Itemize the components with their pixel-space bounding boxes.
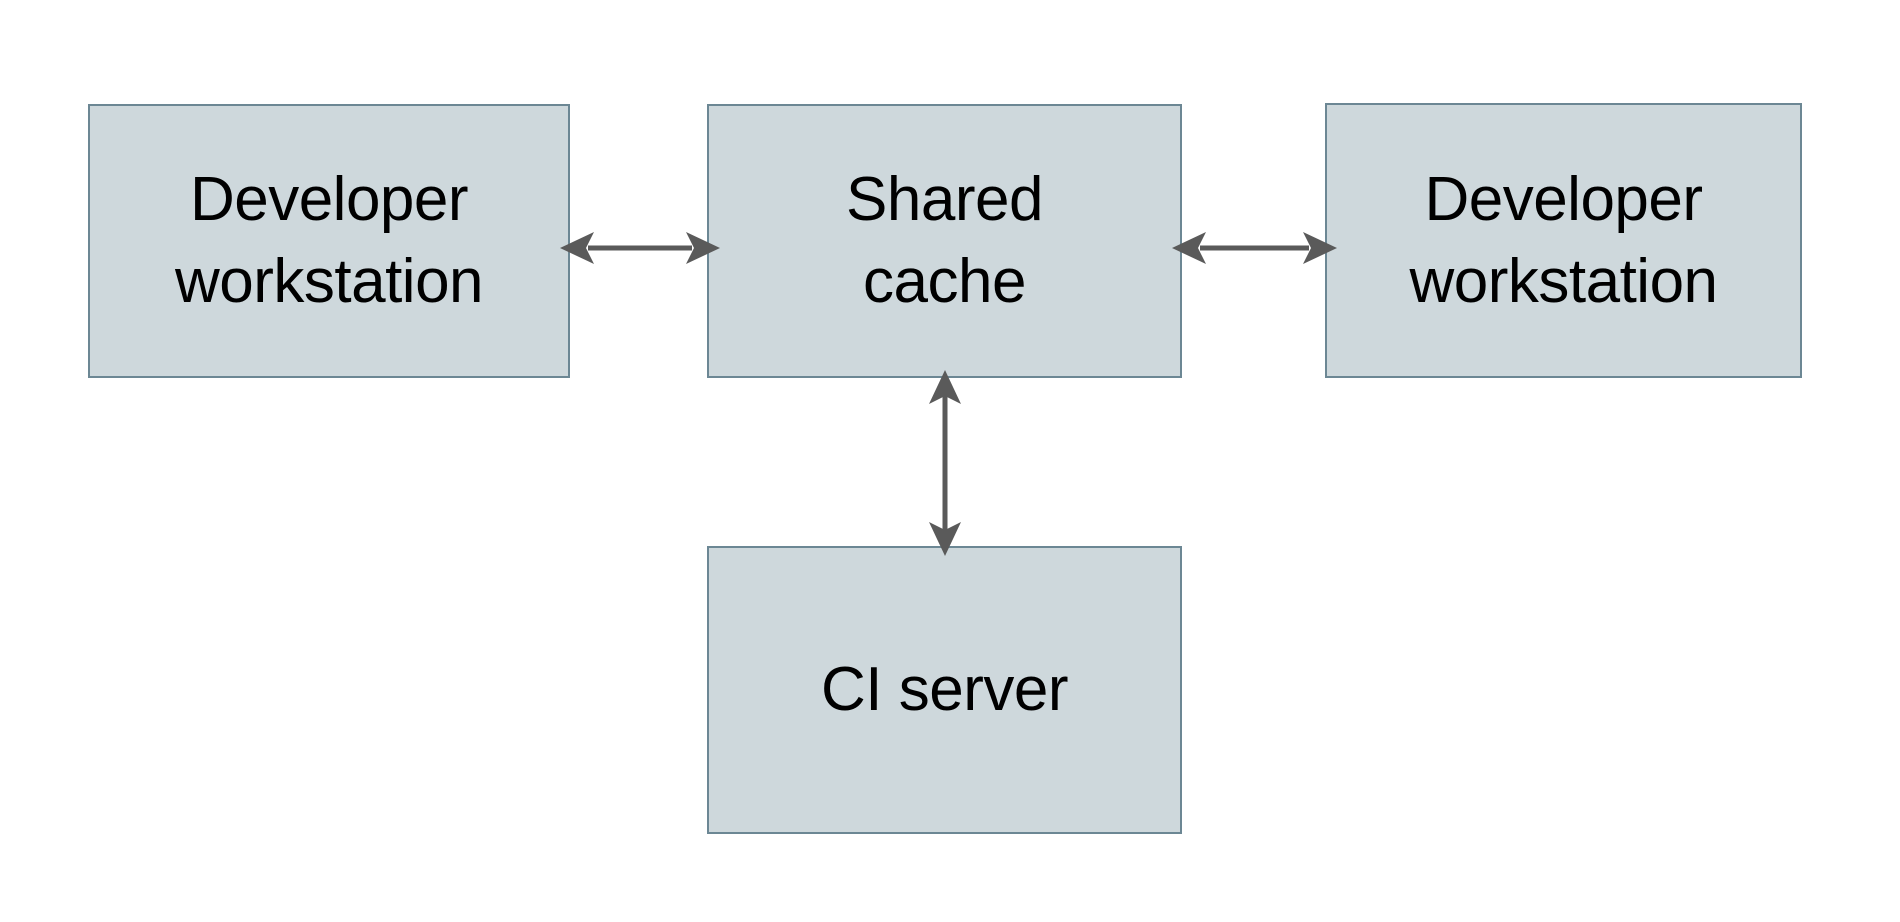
node-shared-cache[interactable]: Shared cache	[707, 104, 1182, 378]
node-developer-workstation-left[interactable]: Developer workstation	[88, 104, 570, 378]
node-label: CI server	[821, 655, 1068, 725]
connector-cache-to-dev-right	[1172, 198, 1337, 298]
double-arrow-horizontal-icon	[1172, 232, 1337, 264]
double-arrow-vertical-icon	[929, 370, 961, 556]
node-developer-workstation-right[interactable]: Developer workstation	[1325, 103, 1802, 378]
node-label: Developer workstation	[1409, 164, 1718, 316]
node-ci-server[interactable]: CI server	[707, 546, 1182, 834]
node-label: Shared cache	[846, 165, 1043, 316]
connector-cache-to-ci-server	[895, 370, 995, 556]
double-arrow-horizontal-icon	[560, 232, 720, 264]
node-label: Developer workstation	[174, 165, 484, 316]
connector-dev-left-to-cache	[560, 198, 720, 298]
